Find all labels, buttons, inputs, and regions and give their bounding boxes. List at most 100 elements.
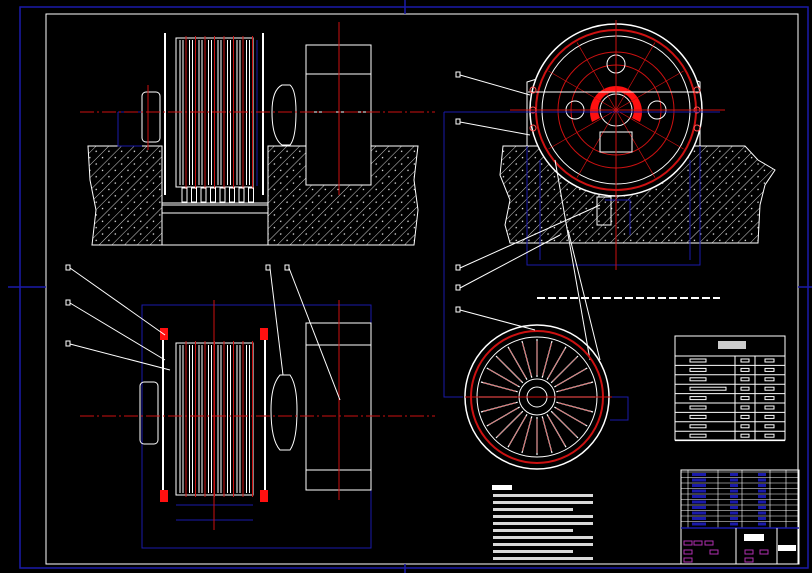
title-accent-cell xyxy=(744,549,754,555)
note-line xyxy=(493,515,593,518)
cell-text xyxy=(689,367,707,372)
brake-unit xyxy=(596,196,612,226)
drum-rope-grooves-plan xyxy=(179,341,253,497)
title-cell xyxy=(692,511,706,515)
notes-heading xyxy=(492,485,512,490)
title-cell xyxy=(758,500,766,504)
title-cell xyxy=(692,495,706,498)
title-cell xyxy=(758,473,766,476)
spoke-centerline xyxy=(542,418,552,452)
anchor-bolt xyxy=(238,187,245,203)
title-cell xyxy=(758,495,766,498)
cell-text xyxy=(740,433,750,438)
note-line xyxy=(493,550,573,553)
cell-text xyxy=(740,396,750,401)
cell-text xyxy=(689,396,707,401)
title-cell xyxy=(730,495,738,498)
leader-line xyxy=(69,302,166,361)
title-cell xyxy=(692,473,706,476)
cell-text xyxy=(689,358,707,363)
spoke-centerline xyxy=(552,412,577,437)
leader-line xyxy=(69,267,166,336)
cell-text xyxy=(689,433,707,438)
anchor-bolt xyxy=(181,187,188,203)
plan-view xyxy=(80,300,435,549)
cell-text xyxy=(740,405,750,410)
spoke-centerline xyxy=(482,382,516,392)
foundation-left xyxy=(87,145,163,246)
spoke-centerline xyxy=(547,415,566,446)
spoke-centerline xyxy=(558,402,592,412)
cell-text xyxy=(740,424,750,429)
note-line xyxy=(493,557,593,560)
drum-base xyxy=(161,202,269,214)
parts-table xyxy=(674,335,786,442)
title-cell xyxy=(730,478,738,482)
note-line xyxy=(493,522,593,525)
drawing-name-mark xyxy=(778,545,796,551)
cell-text xyxy=(740,377,750,382)
cell-text xyxy=(689,424,707,429)
cell-text xyxy=(764,386,775,391)
title-block xyxy=(680,469,800,565)
cell-text xyxy=(764,358,775,363)
note-line xyxy=(493,494,593,497)
drawing-title-mark xyxy=(744,534,764,541)
left-bearing-plan xyxy=(139,381,159,445)
spoke-centerline xyxy=(497,357,522,382)
title-cell xyxy=(758,489,766,493)
spoke-centerline xyxy=(482,402,516,412)
title-accent-cell xyxy=(759,549,769,555)
anchor-bolt xyxy=(248,187,254,203)
left-bearing xyxy=(141,91,161,143)
radial-line xyxy=(576,109,617,178)
anchor-bolt xyxy=(210,187,216,203)
cell-text xyxy=(740,367,750,372)
spoke-centerline xyxy=(488,407,519,426)
title-cell xyxy=(692,506,706,509)
callout-balloon xyxy=(455,118,461,125)
anchor-bolt xyxy=(229,187,235,203)
title-cell xyxy=(730,522,738,526)
spoke-centerline xyxy=(555,407,586,426)
cell-text xyxy=(740,386,750,391)
title-cell xyxy=(692,489,706,493)
inner-frame xyxy=(45,13,799,565)
title-cell xyxy=(730,489,738,493)
title-cell xyxy=(692,478,706,482)
radial-line xyxy=(548,70,617,111)
title-cell xyxy=(758,478,766,482)
title-cell xyxy=(758,506,766,509)
radial-line xyxy=(615,109,656,178)
callout-balloon xyxy=(265,264,271,271)
wheel-detail-view xyxy=(443,262,629,470)
title-cell xyxy=(692,522,706,526)
callout-balloon xyxy=(455,284,461,291)
title-accent-cell xyxy=(744,557,754,563)
center-marks xyxy=(8,0,812,573)
spoke-centerline xyxy=(522,342,532,376)
side-elevation-view xyxy=(443,20,776,270)
cell-text xyxy=(689,377,707,382)
title-accent-cell xyxy=(709,549,719,555)
radial-line xyxy=(615,70,684,111)
title-cell xyxy=(692,500,706,504)
title-cell xyxy=(730,511,738,515)
front-elevation-view xyxy=(80,22,435,246)
anchor-bolt xyxy=(219,187,226,203)
callout-balloon xyxy=(284,264,290,271)
radial-line xyxy=(576,42,617,111)
title-cell xyxy=(758,484,766,487)
foundation-right xyxy=(267,145,419,246)
cell-text xyxy=(689,414,707,419)
callout-balloon xyxy=(65,340,71,347)
leader-line xyxy=(459,121,531,136)
cell-text xyxy=(689,405,707,410)
callout-balloon xyxy=(65,264,71,271)
technical-notes xyxy=(492,485,593,560)
leader-line xyxy=(459,309,536,331)
note-line xyxy=(493,501,593,504)
note-line xyxy=(493,536,593,539)
cell-text xyxy=(764,377,775,382)
